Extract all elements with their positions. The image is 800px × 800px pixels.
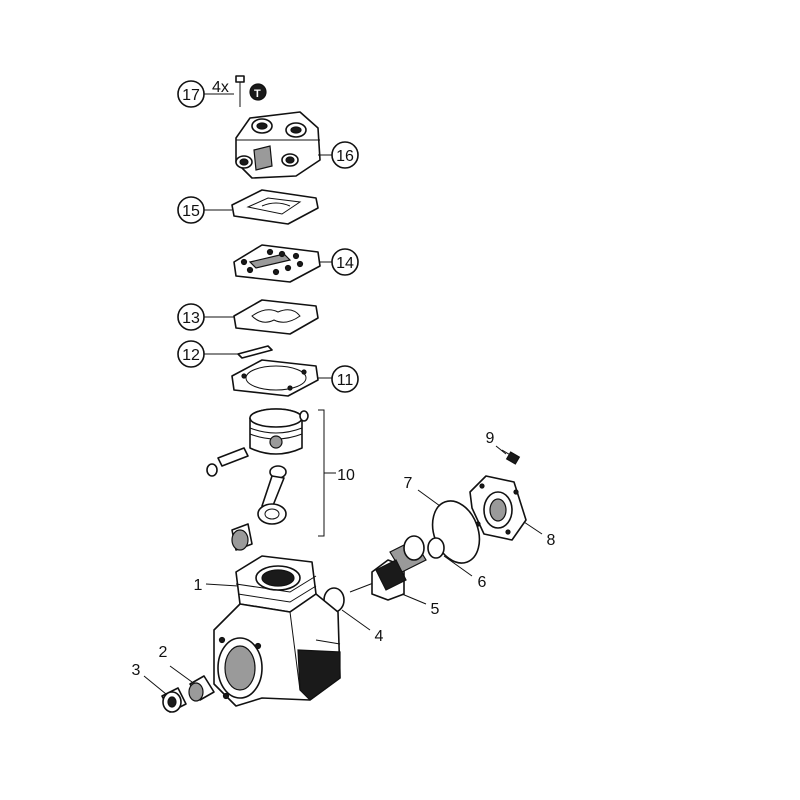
- part-13-gasket: [233, 299, 319, 335]
- callout-16: 16: [331, 141, 359, 169]
- part-16-cylinder-head: [235, 111, 321, 179]
- callout-1-label: 1: [194, 577, 203, 594]
- part-2-bushing: [188, 675, 215, 702]
- part-11-gasket: [231, 359, 319, 397]
- part-15-gasket: [231, 189, 319, 225]
- callout-13: 13: [177, 303, 205, 331]
- callout-15: 15: [177, 196, 205, 224]
- callout-3-label: 3: [132, 662, 141, 679]
- callout-17: 17: [177, 80, 205, 108]
- callout-5-label: 5: [431, 601, 440, 618]
- part-14-valve-plate: [233, 244, 321, 283]
- bracket-10: [318, 409, 325, 537]
- callout-8-label: 8: [547, 532, 556, 549]
- quantity-label: 4x: [212, 79, 229, 96]
- callout-14: 14: [331, 248, 359, 276]
- callout-11: 11: [331, 365, 359, 393]
- part-1-crankcase: [213, 555, 341, 707]
- part-9-screw: [501, 449, 521, 465]
- torque-icon: T: [249, 83, 267, 101]
- part-5-crankshaft: [349, 535, 427, 601]
- part-10-piston-assembly: [206, 408, 309, 551]
- part-6-ring: [427, 537, 445, 559]
- callout-2-label: 2: [159, 644, 168, 661]
- part-12-reed: [237, 345, 273, 359]
- callout-4-label: 4: [375, 628, 384, 645]
- callout-9-label: 9: [486, 430, 495, 447]
- leader-lines: [143, 93, 543, 695]
- callout-14-label: 14: [336, 255, 354, 272]
- torque-symbol: T: [254, 88, 261, 100]
- part-3-plug: [161, 687, 187, 713]
- callout-16-label: 16: [336, 148, 354, 165]
- part-8-rear-cover: [469, 475, 527, 541]
- callout-11-label: 11: [337, 372, 354, 389]
- callout-12-label: 12: [182, 347, 200, 364]
- callout-13-label: 13: [182, 310, 200, 327]
- callout-6-label: 6: [478, 574, 487, 591]
- callout-10-label: 10: [337, 467, 355, 484]
- callout-7-label: 7: [404, 475, 413, 492]
- callout-17-label: 17: [182, 87, 200, 104]
- part-17-bolt: [235, 75, 245, 107]
- callout-12: 12: [177, 340, 205, 368]
- callout-15-label: 15: [182, 203, 200, 220]
